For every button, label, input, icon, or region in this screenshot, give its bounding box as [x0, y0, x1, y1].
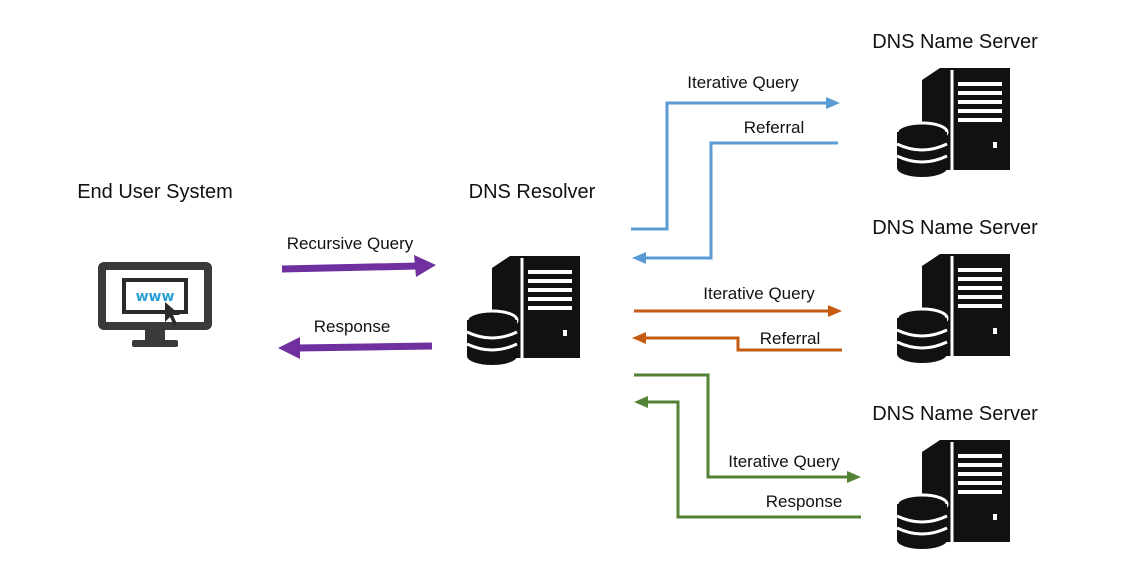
- ns3-iterative-query-label: Iterative Query: [728, 452, 840, 471]
- end-user-label: End User System: [77, 181, 233, 203]
- name-server-1-icon: [895, 66, 1012, 179]
- resolver-server-icon: [465, 254, 582, 367]
- recursive-query-label: Recursive Query: [287, 234, 414, 253]
- recursive-query-arrow: [281, 255, 436, 277]
- ns2-referral-label: Referral: [760, 329, 820, 348]
- response-label: Response: [314, 317, 391, 336]
- name-server-2-label: DNS Name Server: [872, 217, 1038, 239]
- ns1-iterative-query-label: Iterative Query: [687, 73, 799, 92]
- ns3-iterative-query-arrow: [634, 373, 861, 483]
- name-server-3-label: DNS Name Server: [872, 403, 1038, 425]
- ns1-referral-arrow: [632, 141, 838, 264]
- monitor-icon: www: [98, 262, 212, 347]
- resolver-label: DNS Resolver: [469, 181, 596, 203]
- ns2-referral-arrow: [632, 332, 842, 352]
- www-screen-text: www: [136, 289, 175, 305]
- ns3-response-arrow: [634, 396, 861, 519]
- name-server-2-icon: [895, 252, 1012, 365]
- name-server-1-label: DNS Name Server: [872, 31, 1038, 53]
- response-arrow: [278, 337, 433, 359]
- ns1-referral-label: Referral: [744, 118, 804, 137]
- ns2-iterative-query-label: Iterative Query: [703, 284, 815, 303]
- name-server-3-icon: [895, 438, 1012, 551]
- ns3-response-label: Response: [766, 492, 843, 511]
- ns1-iterative-query-arrow: [631, 97, 840, 231]
- ns2-iterative-query-arrow: [634, 305, 842, 317]
